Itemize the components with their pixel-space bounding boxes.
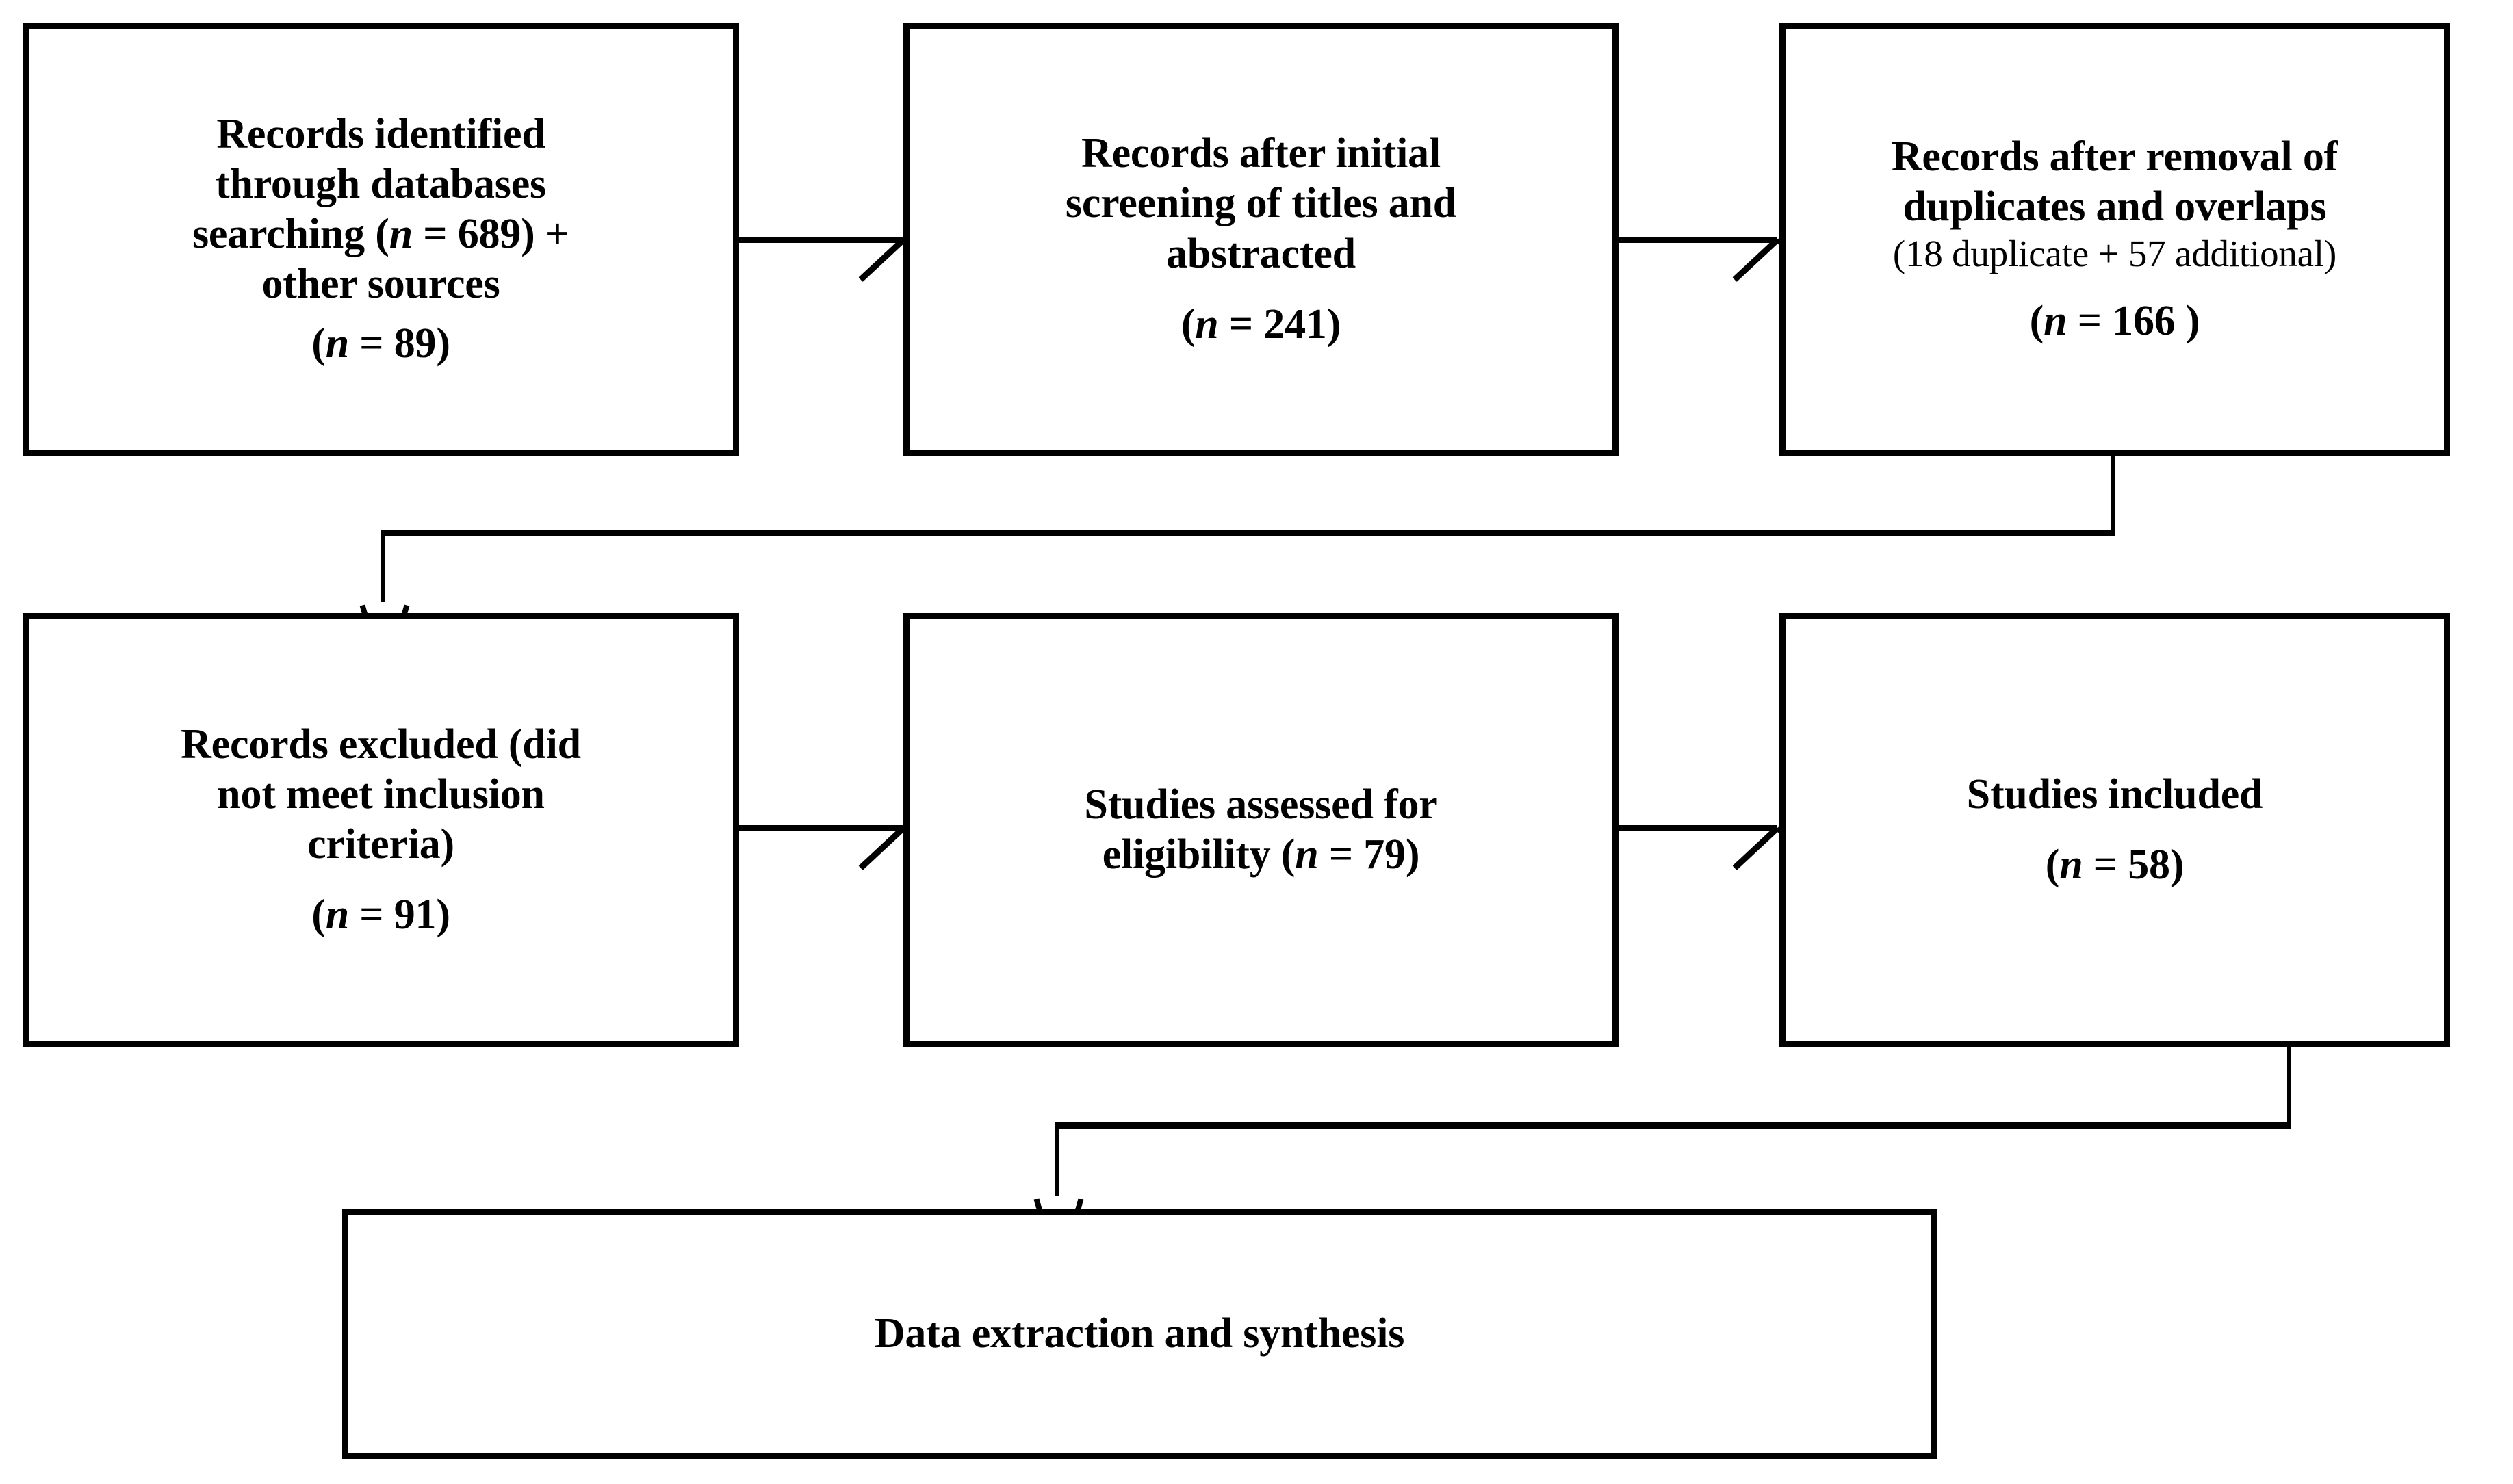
flow-box-data-extraction: Data extraction and synthesis — [342, 1209, 1937, 1459]
arrow-shaft — [739, 237, 903, 243]
box-count-label: (n = 89) — [311, 320, 450, 367]
box-count-label: (n = 166 ) — [2029, 297, 2200, 344]
elbow-horizontal-segment — [381, 530, 2115, 536]
box-count-label: (n = 91) — [311, 891, 450, 939]
box-line: through databases — [216, 160, 546, 207]
arrow-shaft — [739, 825, 903, 831]
elbow-vertical-segment — [2111, 456, 2115, 534]
box-count-label: (n = 241) — [1181, 300, 1341, 348]
box-line: abstracted — [1166, 230, 1356, 277]
box-line: duplicates and overlaps — [1903, 183, 2327, 231]
box-line: Studies assessed for — [1084, 781, 1438, 828]
elbow-vertical-segment — [2287, 1047, 2291, 1126]
flow-box-records-after-dedup: Records after removal of duplicates and … — [1779, 23, 2450, 456]
box-sub-label: (18 duplicate + 57 additional) — [1892, 233, 2337, 275]
box-line: not meet inclusion — [217, 770, 545, 818]
box-line: criteria) — [307, 821, 455, 868]
box-line: Records after removal of — [1891, 133, 2338, 181]
flow-box-records-excluded: Records excluded (did not meet inclusion… — [23, 613, 739, 1047]
box-line: Records identified — [216, 110, 545, 157]
flow-box-records-after-screening: Records after initial screening of title… — [903, 23, 1619, 456]
elbow-drop-segment — [1055, 1122, 1059, 1196]
box-count-label: (n = 58) — [2045, 842, 2185, 888]
elbow-horizontal-segment — [1055, 1122, 2291, 1129]
box-line: other sources — [261, 261, 500, 308]
box-line: eligibility (n = 79) — [1102, 831, 1420, 878]
arrow-shaft — [1619, 237, 1777, 243]
box-line: Data extraction and synthesis — [874, 1310, 1405, 1357]
flow-box-studies-included: Studies included (n = 58) — [1779, 613, 2450, 1047]
box-line: Studies included — [1966, 770, 2263, 818]
box-line: searching (n = 689) + — [192, 210, 569, 257]
arrow-shaft — [1619, 825, 1777, 831]
box-line: Records excluded (did — [181, 720, 581, 768]
elbow-drop-segment — [381, 530, 385, 602]
flow-box-studies-assessed: Studies assessed for eligibility (n = 79… — [903, 613, 1619, 1047]
box-line: Records after initial — [1081, 130, 1441, 177]
box-line: screening of titles and — [1065, 180, 1457, 227]
flow-box-records-identified: Records identified through databases sea… — [23, 23, 739, 456]
